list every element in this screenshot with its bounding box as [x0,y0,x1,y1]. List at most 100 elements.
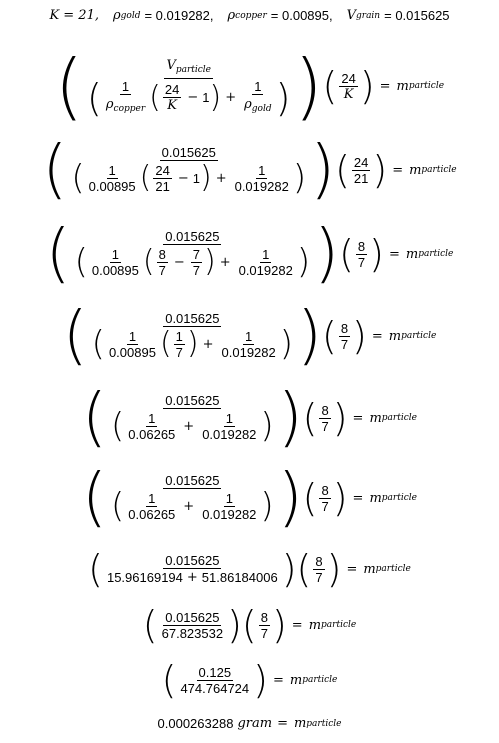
one-numerator: 1 [256,162,268,179]
seven: 7 [175,344,183,360]
rho-gold-subscript: gold [120,10,141,21]
left-paren: ( [339,232,354,276]
m-subscript: particle [306,718,342,729]
seven: 7 [321,418,329,434]
answer-value: 0.000263288 [157,716,234,731]
left-paren: ( [322,64,338,108]
right-paren: ) [186,326,199,361]
left-paren: ( [296,547,312,591]
left-paren: ( [42,133,68,207]
equals-sign: = [272,672,284,688]
volume-value: 0.015625 [163,393,222,409]
equation-step-7: ( 0.015625 15.96169194 + 51.86184006 ) (… [0,550,499,588]
right-paren: ) [310,133,336,207]
m-symbol: m [308,617,322,633]
m-symbol: m [363,561,376,577]
seven: 7 [158,262,166,278]
m-symbol: m [405,246,419,262]
rho-copper-subscript: copper [235,10,267,21]
volume-value: 0.015625 [163,553,222,569]
equals-sign: = [352,490,364,506]
right-paren: ) [260,406,274,446]
eight: 8 [313,553,325,570]
rho-copper-value: 0.00895 [88,178,136,194]
k-symbol: K [343,86,354,102]
one: 1 [202,90,210,105]
left-paren: ( [159,326,172,361]
right-paren: ) [352,314,367,358]
one-numerator: 1 [146,410,158,427]
seven: 7 [315,569,323,585]
final-numerator: 0.125 [196,664,234,681]
left-paren: ( [82,461,108,535]
gold-reciprocal: 51.86184006 [201,570,278,585]
volume-value: 0.015625 [163,473,222,489]
eight: 8 [258,609,270,626]
plus-sign: + [215,170,227,186]
rho-gold-value: 0.019282 [221,344,276,360]
rho-gold-value: 0.019282 [202,506,257,522]
right-paren: ) [260,486,274,526]
rho-copper-value: 0.00895 [108,344,156,360]
v-grain-symbol: V [346,8,356,23]
copper-reciprocal: 15.96169194 [106,570,183,585]
minus-sign: − [177,170,189,186]
left-paren: ( [149,79,161,115]
plus-sign: + [225,90,237,105]
right-paren: ) [277,461,303,535]
m-subscript: particle [418,249,454,259]
right-paren: ) [326,547,342,591]
right-paren: ) [203,244,216,279]
m-subscript: particle [381,493,417,503]
one-numerator: 1 [146,490,158,507]
eight: 8 [319,482,331,499]
right-paren: ) [297,299,322,373]
right-paren: ) [332,396,348,440]
rho-copper-value: = 0.00895, [270,8,333,23]
left-paren: ( [142,244,155,279]
m-subscript: particle [381,413,417,423]
m-symbol: m [289,672,303,688]
right-paren: ) [314,217,340,291]
volume-value: 0.015625 [163,311,222,327]
k-definition: K = 21, [49,8,99,23]
m-symbol: m [396,78,409,94]
m-symbol: m [293,716,307,731]
left-paren: ( [54,44,84,128]
one-numerator: 1 [119,78,132,95]
left-paren: ( [111,486,125,526]
one-numerator: 1 [252,78,264,95]
one-numerator: 1 [243,328,255,345]
plus-sign: + [183,498,195,514]
seven: 7 [260,625,268,641]
m-subscript: particle [321,620,357,630]
rho-copper-symbol: ρ [227,8,236,23]
one-numerator: 1 [126,328,139,345]
plus-sign: + [219,254,231,270]
one-numerator: 1 [223,490,235,507]
m-symbol: m [369,410,382,426]
right-paren: ) [253,658,268,702]
rho-gold-value: 0.019282 [238,262,293,278]
one-numerator: 1 [260,246,272,263]
plus-sign: + [186,570,198,585]
left-paren: ( [91,324,105,364]
m-subscript: particle [408,81,445,91]
one: 1 [192,170,200,186]
copper-term-value: 0.06265 [128,426,176,442]
twenty-four: 24 [339,70,358,87]
right-paren: ) [292,158,307,198]
twenty-four: 24 [351,154,371,171]
minus-sign: − [187,90,199,105]
gold-subscript: gold [251,103,272,114]
seven: 7 [321,498,329,514]
